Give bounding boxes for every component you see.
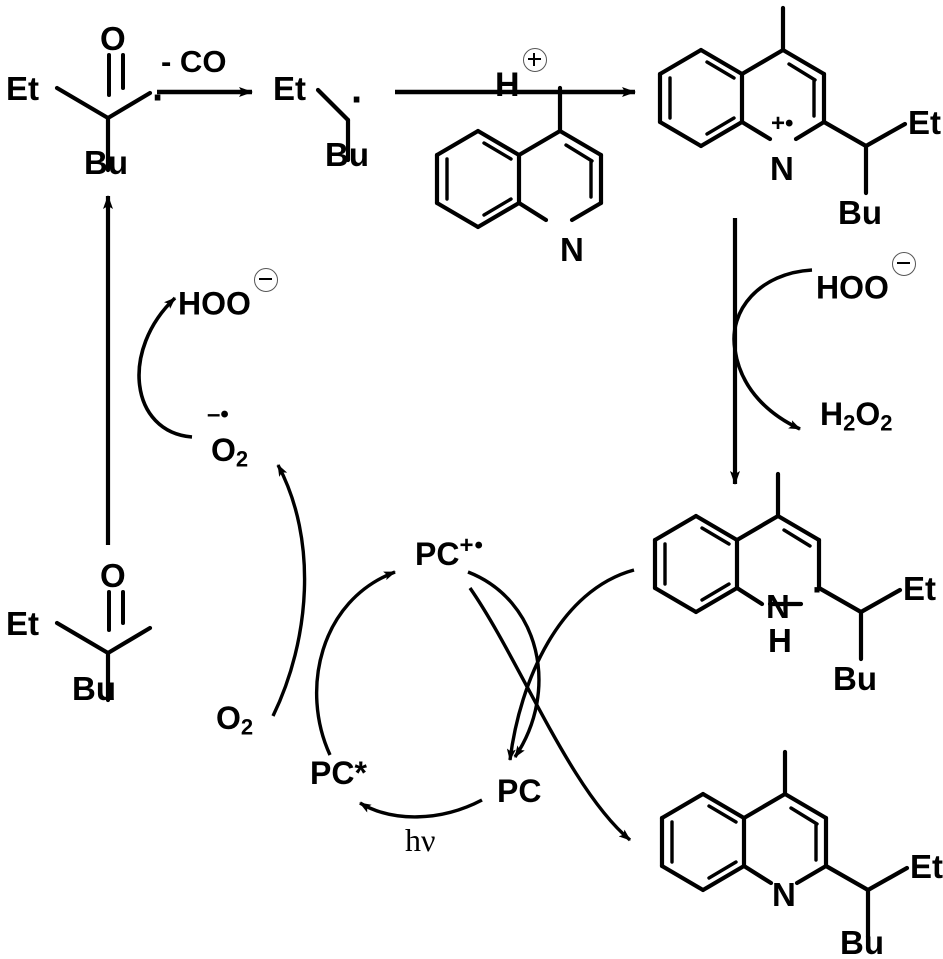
acyl-o-label: O xyxy=(100,20,126,57)
alkyl-bu-label: Bu xyxy=(325,136,369,173)
arrow-cycle-pcrad-to-pc xyxy=(467,570,541,758)
superoxide-o: O xyxy=(211,432,236,468)
h2o2-o: O xyxy=(855,396,881,432)
dihydroquinolinyl-et-label: Et xyxy=(903,570,936,607)
dihydroquinolinyl-n-label: N xyxy=(766,588,790,625)
pc-radical-cation-sup: +• xyxy=(459,532,484,559)
h2o2-sub1: 2 xyxy=(843,410,856,436)
minus-charge-icon-right xyxy=(891,252,916,276)
dihydroquinolinyl-bu-label: Bu xyxy=(833,660,877,697)
alkyl-radical-dot-icon: · xyxy=(351,78,365,122)
pc-excited-label: PC* xyxy=(310,755,367,791)
quinolinium-bu-label: Bu xyxy=(838,194,882,231)
dihydroquinolinyl-radical-dot-icon: · xyxy=(812,569,824,610)
arrow-cycle-pc-to-pcstar xyxy=(359,798,483,819)
superoxide-sub: 2 xyxy=(235,446,249,472)
alkyl-et-label: Et xyxy=(273,70,306,107)
arrow-cycle-pcstar-to-pcrad xyxy=(314,570,396,756)
arrow-pcrad-to-product xyxy=(468,587,632,842)
dioxygen-label: O2 xyxy=(216,702,253,739)
aldehyde-bu-label: Bu xyxy=(72,670,116,707)
hydroperoxide-right-text: HOO xyxy=(816,269,889,306)
plus-charge-icon xyxy=(522,48,547,72)
dihydroquinolinyl-h-label: H xyxy=(768,622,792,659)
arrow-radical-to-pc xyxy=(506,568,635,761)
alkyl-radical-skeleton xyxy=(315,87,351,163)
pc-radical-cation-text: PC xyxy=(415,536,460,572)
arrow-o2-to-superoxide xyxy=(271,464,307,717)
dihydroquinolinyl-radical-skeleton xyxy=(652,471,903,662)
product-quinoline-skeleton xyxy=(659,749,910,940)
dioxygen-o: O xyxy=(216,700,241,736)
hydroperoxide-top-text: HOO xyxy=(178,285,251,322)
protonation-h-text: H xyxy=(495,65,520,104)
product-bu-label: Bu xyxy=(840,924,884,959)
pc-ground-label: PC xyxy=(497,773,542,809)
acyl-et-label: Et xyxy=(6,70,39,107)
h2o2-h: H xyxy=(820,396,844,432)
condition-decarbonylation-label: - CO xyxy=(161,44,227,79)
reaction-arrows xyxy=(103,87,813,842)
hydroperoxide-right-label: HOO xyxy=(816,252,916,303)
hydrogen-peroxide-label: H2O2 xyxy=(820,398,893,435)
quinolinium-n-label: N xyxy=(770,150,794,187)
acyl-radical-dot-icon: · xyxy=(152,76,166,120)
aldehyde-o-label: O xyxy=(100,557,126,594)
aldehyde-et-label: Et xyxy=(6,605,39,642)
h2o2-sub2: 2 xyxy=(880,410,893,436)
hydroperoxide-top-label: HOO xyxy=(178,268,278,319)
product-n-label: N xyxy=(772,876,796,913)
quinolinium-et-label: Et xyxy=(908,104,941,141)
condition-protonation-label: H xyxy=(495,48,547,102)
arrow-hat-left xyxy=(137,296,193,439)
arrow-hat-right xyxy=(732,268,813,431)
quinoline-reagent-n-label: N xyxy=(560,231,584,268)
pc-radical-cation-label: PC+• xyxy=(415,534,484,572)
photon-label: hν xyxy=(405,822,436,858)
acyl-radical-skeleton xyxy=(54,53,153,173)
structure-bonds xyxy=(54,5,910,940)
aldehyde-skeleton xyxy=(54,590,153,703)
superoxide-label: O2 xyxy=(211,434,248,471)
dioxygen-sub: 2 xyxy=(240,714,254,740)
quinoline-reagent-skeleton xyxy=(434,85,604,230)
product-et-label: Et xyxy=(910,848,943,885)
quinolinium-radical-cation-skeleton xyxy=(657,5,908,196)
minus-charge-icon-top xyxy=(253,268,278,292)
acyl-bu-label: Bu xyxy=(84,144,128,181)
quinolinium-charge-marker: +• xyxy=(771,110,794,137)
superoxide-charge-marker: –• xyxy=(207,401,229,428)
